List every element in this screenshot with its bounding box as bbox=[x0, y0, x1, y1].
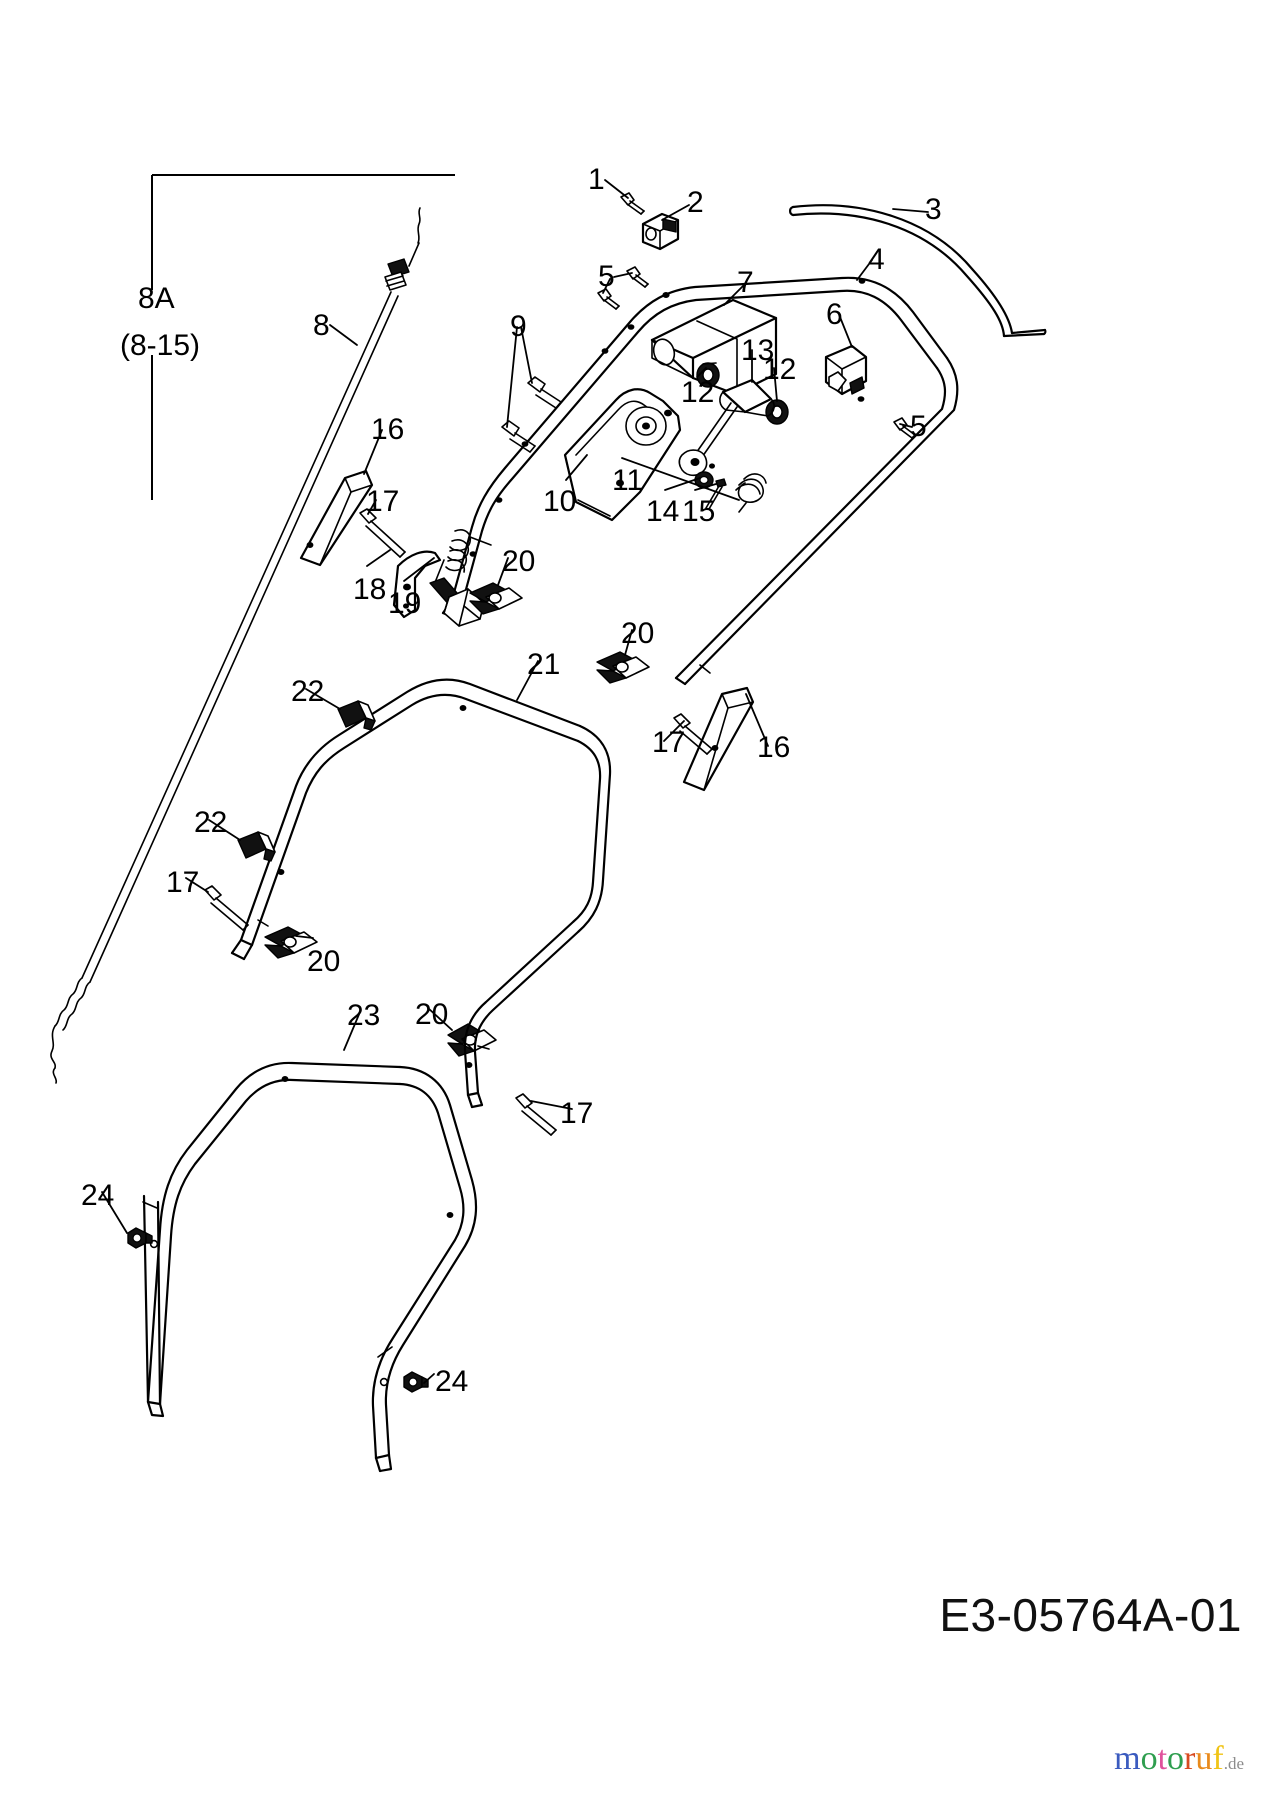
callout-24: 24 bbox=[435, 1365, 469, 1398]
group-bracket-8a bbox=[151, 174, 455, 500]
callout-16: 16 bbox=[371, 413, 405, 446]
callout-20: 20 bbox=[621, 617, 655, 650]
callout-5: 5 bbox=[910, 410, 927, 443]
part-21-middle-handle bbox=[230, 678, 612, 1109]
watermark-suffix: .de bbox=[1223, 1754, 1244, 1773]
motoruf-watermark: motoruf.de bbox=[1114, 1742, 1244, 1776]
callout-9: 9 bbox=[510, 310, 527, 343]
callout-11: 11 bbox=[612, 464, 644, 497]
callout-14: 14 bbox=[646, 495, 680, 528]
document-number: E3-05764A-01 bbox=[939, 1589, 1242, 1641]
part-11-spring bbox=[735, 473, 767, 513]
callout-23: 23 bbox=[347, 999, 381, 1032]
leader-lines bbox=[101, 179, 929, 1384]
callout-17: 17 bbox=[166, 866, 200, 899]
part-15-pin bbox=[705, 478, 727, 510]
part-4-upper-handle bbox=[441, 276, 959, 686]
callout-1: 1 bbox=[588, 163, 605, 196]
watermark-letter: u bbox=[1195, 1740, 1213, 1777]
callout-20: 20 bbox=[415, 998, 449, 1031]
callout-6: 6 bbox=[826, 298, 843, 331]
group-label-8a: 8A bbox=[138, 282, 175, 315]
callout-8: 8 bbox=[313, 309, 330, 342]
group-label-range: (8-15) bbox=[120, 329, 201, 362]
part-19-latch-spring bbox=[429, 529, 485, 627]
watermark-letter: m bbox=[1114, 1740, 1141, 1777]
part-20-clips bbox=[264, 582, 650, 1057]
part-16-grip-left bbox=[299, 469, 374, 567]
watermark-letter: o bbox=[1140, 1740, 1158, 1777]
callout-7: 7 bbox=[737, 266, 754, 299]
part-8-control-cable bbox=[50, 207, 421, 1084]
callout-17: 17 bbox=[652, 726, 686, 759]
callout-3: 3 bbox=[925, 193, 942, 226]
callout-18: 18 bbox=[353, 573, 387, 606]
callout-2: 2 bbox=[687, 186, 704, 219]
watermark-letter: t bbox=[1157, 1740, 1168, 1777]
callout-13: 13 bbox=[741, 334, 775, 367]
callout-21: 21 bbox=[527, 648, 561, 681]
callout-10: 10 bbox=[543, 485, 577, 518]
callout-5: 5 bbox=[598, 260, 615, 293]
watermark-letter: f bbox=[1212, 1740, 1224, 1777]
part-23-lower-handle bbox=[142, 1061, 478, 1473]
callout-19: 19 bbox=[388, 587, 422, 620]
part-18-bracket bbox=[392, 550, 442, 619]
callout-20: 20 bbox=[307, 945, 341, 978]
part-3-rod bbox=[789, 204, 1047, 338]
part-2-clamp bbox=[641, 212, 680, 251]
part-22-bushings bbox=[237, 700, 376, 862]
callout-16: 16 bbox=[757, 731, 791, 764]
callout-12: 12 bbox=[763, 353, 797, 386]
part-10-lever-housing bbox=[563, 388, 682, 522]
part-7-switchbox bbox=[650, 298, 778, 396]
callout-4: 4 bbox=[868, 243, 885, 276]
callout-15: 15 bbox=[682, 495, 716, 528]
callout-12: 12 bbox=[681, 376, 715, 409]
part-16-grip-right bbox=[682, 686, 755, 792]
watermark-letter: r bbox=[1184, 1740, 1196, 1777]
callout-22: 22 bbox=[194, 806, 228, 839]
callout-20: 20 bbox=[502, 545, 536, 578]
part-24-nuts bbox=[127, 1227, 429, 1393]
callout-22: 22 bbox=[291, 675, 325, 708]
watermark-letter: o bbox=[1167, 1740, 1185, 1777]
callout-17: 17 bbox=[560, 1097, 594, 1130]
callout-24: 24 bbox=[81, 1179, 115, 1212]
callout-17: 17 bbox=[366, 485, 400, 518]
part-13-tube bbox=[678, 378, 775, 477]
part-12-bushings bbox=[696, 362, 789, 425]
part-6-retainer bbox=[824, 344, 868, 396]
